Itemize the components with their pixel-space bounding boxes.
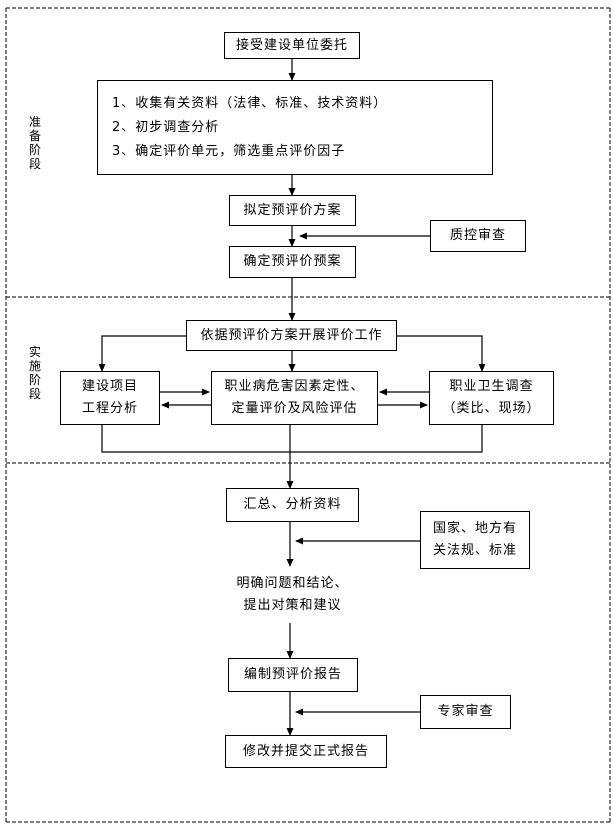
node-accept-commission-label: 接受建设单位委托 [235, 37, 348, 53]
node-confirm-plan-label: 确定预评价预案 [243, 254, 342, 269]
node-revise-label: 修改并提交正式报告 [242, 743, 369, 759]
node-conclusion: 明确问题和结论、 提出对策和建议 [226, 566, 359, 623]
arrow-carry-hygiene [397, 335, 486, 372]
node-hazard-line-2: 定量评价及风险评估 [231, 401, 358, 416]
node-conclusion-line-1: 明确问题和结论、 [236, 575, 349, 591]
node-collect-line-3: 3、确定评价单元，筛选重点评价因子 [112, 143, 346, 159]
node-regulations-line-1: 国家、地方有 [432, 521, 517, 536]
stage-label-prep: 准备阶段 [28, 115, 41, 171]
node-carry-out-evaluation: 依据预评价方案开展评价工作 [186, 320, 397, 351]
node-revise-submit: 修改并提交正式报告 [225, 735, 387, 768]
node-summary-analysis: 汇总、分析资料 [226, 488, 359, 522]
node-confirm-plan: 确定预评价预案 [229, 246, 356, 278]
node-hygiene-line-1: 职业卫生调查 [449, 379, 534, 394]
node-summary-label: 汇总、分析资料 [243, 497, 342, 512]
node-draft-plan: 拟定预评价方案 [229, 195, 356, 226]
node-regulations: 国家、地方有 关法规、标准 [420, 511, 530, 569]
node-compile-report: 编制预评价报告 [228, 658, 358, 692]
collector-line [101, 425, 483, 453]
node-expert-label: 专家审查 [437, 704, 494, 719]
node-qc-review-label: 质控审查 [449, 228, 506, 243]
node-hazard-assessment: 职业病危害因素定性、 定量评价及风险评估 [211, 371, 378, 425]
node-collect-data: 1、收集有关资料（法律、标准、技术资料） 2、初步调查分析 3、确定评价单元，筛… [97, 80, 493, 175]
node-carry-out-label: 依据预评价方案开展评价工作 [200, 327, 383, 343]
node-collect-line-1: 1、收集有关资料（法律、标准、技术资料） [112, 95, 388, 111]
node-hazard-line-1: 职业病危害因素定性、 [224, 379, 365, 394]
arrow-carry-project [98, 335, 186, 372]
node-qc-review: 质控审查 [430, 220, 526, 252]
node-expert-review: 专家审查 [420, 695, 511, 729]
node-hygiene-line-2: （类比、现场） [442, 401, 541, 416]
node-conclusion-line-2: 提出对策和建议 [243, 597, 342, 613]
node-accept-commission: 接受建设单位委托 [224, 32, 360, 59]
stage-frame [5, 7, 611, 823]
node-project-line-1: 建设项目 [81, 379, 138, 394]
node-project-analysis: 建设项目 工程分析 [60, 371, 160, 425]
node-project-line-2: 工程分析 [81, 401, 138, 416]
node-regulations-line-2: 关法规、标准 [432, 543, 517, 558]
node-compile-label: 编制预评价报告 [243, 667, 342, 682]
stage-label-impl: 实施阶段 [28, 345, 41, 401]
node-hygiene-survey: 职业卫生调查 （类比、现场） [429, 371, 554, 425]
node-draft-plan-label: 拟定预评价方案 [243, 202, 342, 218]
node-collect-line-2: 2、初步调查分析 [112, 119, 220, 135]
